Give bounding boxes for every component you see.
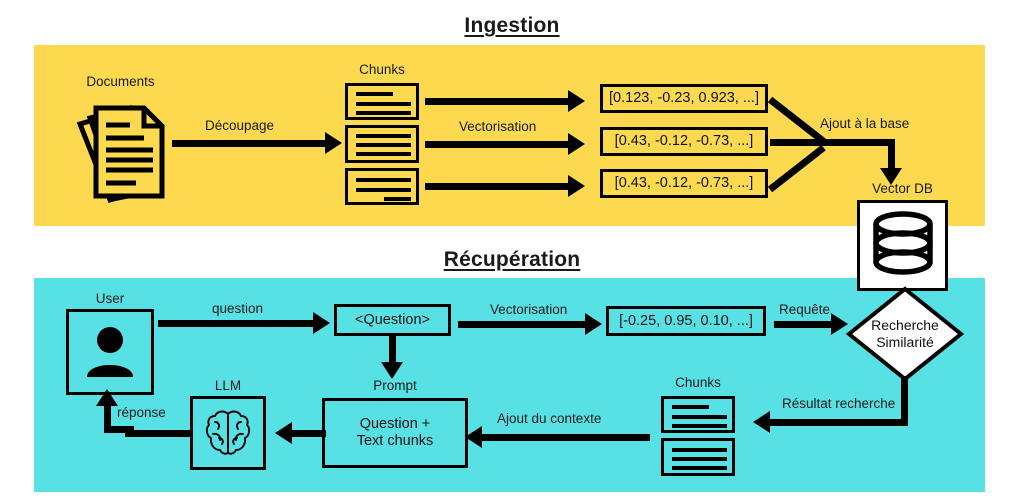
add-context-arrow-head bbox=[465, 426, 482, 448]
retrieval-title: Récupération bbox=[443, 248, 581, 271]
retrieval-chunks-caption: Chunks bbox=[675, 375, 721, 390]
chunk-card bbox=[345, 83, 419, 120]
vector-db-box bbox=[857, 200, 948, 291]
response-corner bbox=[104, 426, 134, 433]
retrieval-vectorisation-label: Vectorisation bbox=[490, 302, 568, 317]
prompt-to-llm-line bbox=[292, 430, 326, 437]
chunking-arrow-head bbox=[325, 132, 342, 154]
vector-box: [0.123, -0.23, 0.923, ...] bbox=[600, 84, 768, 113]
vectorise-arrow-head bbox=[568, 90, 585, 112]
prompt-box: Question + Text chunks bbox=[322, 398, 468, 468]
brain-icon bbox=[205, 410, 251, 455]
question-box: <Question> bbox=[334, 304, 451, 336]
chunking-label: Découpage bbox=[205, 118, 275, 133]
chunk-card bbox=[661, 396, 735, 433]
question-arrow-head bbox=[313, 312, 330, 334]
response-line bbox=[125, 430, 191, 437]
response-label: réponse bbox=[117, 405, 166, 420]
documents-caption: Documents bbox=[86, 74, 155, 89]
merge-line-mid bbox=[770, 139, 836, 146]
query-arrow-line bbox=[774, 321, 831, 328]
similarity-label-wrap: Recherche Similarité bbox=[846, 286, 964, 382]
llm-node: LLM bbox=[190, 378, 266, 470]
chunk-card bbox=[661, 438, 735, 476]
query-vector-box: [-0.25, 0.95, 0.10, ...] bbox=[606, 306, 766, 336]
database-cylinder-icon bbox=[872, 210, 933, 275]
add-context-label: Ajout du contexte bbox=[497, 411, 602, 426]
ingestion-vectorisation-label: Vectorisation bbox=[459, 119, 537, 134]
add-to-db-arrow-head bbox=[880, 168, 902, 185]
search-result-drop-line bbox=[901, 376, 908, 426]
vector-box: [0.43, -0.12, -0.73, ...] bbox=[600, 169, 768, 198]
add-context-line bbox=[482, 434, 650, 441]
chunk-card bbox=[345, 168, 419, 205]
vectorise-arrow-line bbox=[425, 98, 568, 105]
add-to-db-drop bbox=[888, 139, 895, 171]
query-arrow-head bbox=[831, 313, 848, 335]
llm-caption: LLM bbox=[214, 378, 242, 393]
question-arrow-line bbox=[158, 320, 313, 327]
retrieval-vectorise-arrow-head bbox=[585, 313, 602, 335]
prompt-caption: Prompt bbox=[373, 378, 417, 393]
retrieval-vectorise-line bbox=[458, 321, 585, 328]
response-riser bbox=[104, 405, 111, 433]
vector-db-caption: Vector DB bbox=[872, 181, 933, 196]
search-result-line bbox=[770, 419, 905, 426]
user-caption: User bbox=[95, 291, 125, 306]
user-node: User bbox=[66, 291, 154, 395]
user-box bbox=[66, 309, 154, 395]
vectorise-arrow-head bbox=[568, 175, 585, 197]
ingestion-band bbox=[34, 45, 985, 226]
documents-stack-icon bbox=[76, 105, 165, 204]
search-result-label: Résultat recherche bbox=[782, 396, 896, 411]
question-to-prompt-arrow-head bbox=[381, 362, 403, 379]
prompt-line-2: Text chunks bbox=[356, 433, 434, 449]
chunk-card bbox=[345, 125, 419, 163]
user-avatar-icon bbox=[87, 327, 133, 377]
response-arrow-head bbox=[96, 389, 118, 406]
similarity-line-2: Similarité bbox=[876, 334, 934, 350]
vector-db-node: Vector DB bbox=[857, 181, 948, 291]
similarity-line-1: Recherche bbox=[871, 316, 939, 333]
llm-box bbox=[190, 396, 266, 470]
query-label: Requête bbox=[779, 302, 831, 317]
question-label: question bbox=[212, 301, 264, 316]
add-to-db-line bbox=[830, 139, 895, 146]
retrieval-chunks-caption-wrap: Chunks bbox=[661, 375, 735, 393]
prompt-to-llm-arrow-head bbox=[275, 422, 292, 444]
chunking-arrow-line bbox=[172, 140, 325, 147]
ingestion-title: Ingestion bbox=[464, 14, 560, 37]
vectorise-arrow-line bbox=[425, 141, 568, 148]
ingestion-chunks-caption: Chunks bbox=[359, 62, 405, 77]
add-to-db-label: Ajout à la base bbox=[820, 116, 910, 131]
vectorise-arrow-line bbox=[425, 183, 568, 190]
prompt-caption-wrap: Prompt bbox=[322, 378, 468, 398]
vectorise-arrow-head bbox=[568, 133, 585, 155]
vector-box: [0.43, -0.12, -0.73, ...] bbox=[600, 127, 768, 156]
search-result-arrow-head bbox=[753, 411, 770, 433]
similarity-search-node: Recherche Similarité bbox=[845, 286, 965, 382]
ingestion-chunks-caption-wrap: Chunks bbox=[345, 62, 419, 80]
documents-node: Documents bbox=[58, 74, 183, 204]
prompt-line-1: Question + bbox=[359, 416, 431, 433]
question-to-prompt-line bbox=[389, 336, 396, 366]
